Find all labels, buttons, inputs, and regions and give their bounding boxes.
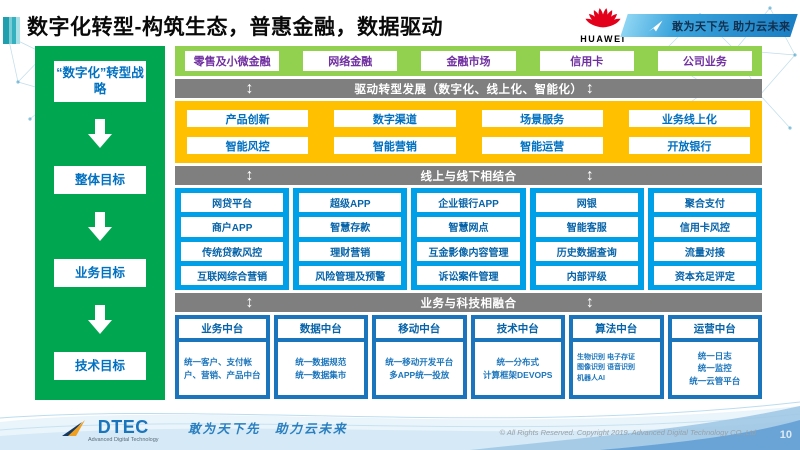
platform-item: 理财营销 — [299, 241, 402, 261]
strategy-sidebar: “数字化”转型战略 整体目标 业务目标 技术目标 — [35, 46, 165, 400]
platform-item: 资本充足评定 — [653, 265, 757, 285]
section-bar-label: 驱动转型发展（数字化、线上化、智能化） — [354, 83, 583, 96]
platform-column: 网贷平台 商户APP 传统贷款风控 互联网综合营销 — [175, 188, 290, 290]
dtec-wordmark: DTEC — [97, 417, 149, 437]
sidebar-item-overall-goal: 整体目标 — [54, 166, 146, 195]
sidebar-item-strategy: “数字化”转型战略 — [54, 61, 146, 102]
platform-column: 超级APP 智慧存款 理财营销 风险管理及预警 — [293, 188, 408, 290]
section-bar-label: 线上与线下相结合 — [420, 170, 517, 183]
footer-tagline: 敢为天下先 助力云未来 — [188, 422, 348, 436]
section-bar-biz-tech: 业务与科技相融合 — [175, 293, 762, 312]
platform-column: 网银 智能客服 历史数据查询 内部评级 — [529, 188, 644, 290]
section-bar-label: 业务与科技相融合 — [420, 297, 517, 310]
middle-platform-title: 运营中台 — [671, 319, 758, 338]
middle-platform-column: 运营中台 统一日志 统一监控 统一云管平台 — [667, 315, 762, 399]
capability-item: 场景服务 — [481, 110, 603, 127]
capability-item: 业务线上化 — [628, 110, 750, 127]
business-line-item: 公司业务 — [657, 51, 753, 71]
capability-item: 开放银行 — [628, 137, 750, 154]
middle-platform-title: 业务中台 — [179, 319, 266, 338]
platform-item: 智慧存款 — [299, 217, 402, 237]
capability-item: 智能营销 — [334, 137, 456, 154]
platform-item: 互金影像内容管理 — [417, 241, 520, 261]
section-bar-online-offline: 线上与线下相结合 — [175, 166, 762, 185]
middle-platform-row: 业务中台 统一客户、支付帐户、营销、产品中台 数据中台 统一数据规范 统一数据集… — [175, 315, 762, 399]
platform-item: 聚合支付 — [653, 193, 757, 213]
dtec-subtitle: Advanced Digital Technology — [88, 437, 159, 443]
platform-item: 企业银行APP — [417, 193, 520, 213]
page-number: 10 — [779, 429, 792, 441]
middle-platform-title: 数据中台 — [277, 319, 364, 338]
platform-item: 内部评级 — [535, 265, 638, 285]
up-down-arrow-icon — [245, 292, 254, 313]
platform-item: 智慧网点 — [417, 217, 520, 237]
up-down-arrow-icon — [245, 78, 254, 99]
up-down-arrow-icon — [586, 78, 595, 99]
sidebar-item-business-goal: 业务目标 — [54, 259, 146, 288]
platform-item: 智能客服 — [535, 217, 638, 237]
platform-column: 企业银行APP 智慧网点 互金影像内容管理 诉讼案件管理 — [411, 188, 526, 290]
down-arrow-icon — [88, 305, 112, 335]
middle-platform-title: 移动中台 — [376, 319, 463, 338]
capability-item: 智能运营 — [481, 137, 603, 154]
up-down-arrow-icon — [586, 165, 595, 186]
banner-slogan-text: 敢为天下先 助力云未来 — [672, 20, 791, 33]
copyright-text: © All Rights Reserved. Copyright 2019. A… — [499, 428, 757, 437]
capability-item: 产品创新 — [187, 110, 309, 127]
huawei-flower-icon — [585, 8, 621, 28]
middle-platform-content: 统一日志 统一监控 统一云管平台 — [671, 342, 758, 395]
business-lines-row: 零售及小微金融 网络金融 金融市场 信用卡 公司业务 — [175, 46, 762, 76]
platform-item: 超级APP — [299, 193, 402, 213]
down-arrow-icon — [88, 119, 112, 149]
capability-item: 数字渠道 — [334, 110, 456, 127]
up-down-arrow-icon — [245, 165, 254, 186]
platform-item: 信用卡风控 — [653, 217, 757, 237]
sidebar-item-tech-goal: 技术目标 — [54, 351, 146, 380]
middle-platform-content: 统一数据规范 统一数据集市 — [277, 342, 364, 395]
platform-item: 诉讼案件管理 — [417, 265, 520, 285]
platform-column: 聚合支付 信用卡风控 流量对接 资本充足评定 — [647, 188, 763, 290]
platform-item: 流量对接 — [653, 241, 757, 261]
dtec-logo: DTEC Advanced Digital Technology — [62, 418, 159, 443]
capability-item: 智能风控 — [187, 137, 309, 154]
up-down-arrow-icon — [586, 292, 595, 313]
platform-item: 风险管理及预警 — [299, 265, 402, 285]
digital-capabilities-grid: 产品创新 数字渠道 场景服务 业务线上化 智能风控 智能营销 智能运营 开放银行 — [175, 101, 762, 163]
middle-platform-content: 统一分布式 计算框架DEVOPS — [474, 342, 561, 395]
platform-item: 网贷平台 — [181, 193, 284, 213]
middle-platform-column: 移动中台 统一移动开发平台 多APP统一投放 — [372, 315, 467, 399]
platform-item: 历史数据查询 — [535, 241, 638, 261]
business-line-item: 信用卡 — [539, 51, 634, 71]
huawei-wordmark: HUAWEI — [580, 34, 626, 44]
platform-item: 互联网综合营销 — [181, 265, 284, 285]
slogan-banner: 敢为天下先 助力云未来 — [620, 14, 798, 37]
title-accent-mark — [3, 17, 20, 44]
business-line-item: 金融市场 — [421, 51, 516, 71]
middle-platform-content: 统一移动开发平台 多APP统一投放 — [376, 342, 463, 395]
platform-item: 传统贷款风控 — [181, 241, 284, 261]
architecture-panel: 零售及小微金融 网络金融 金融市场 信用卡 公司业务 驱动转型发展（数字化、线上… — [175, 46, 763, 399]
middle-platform-content: 统一客户、支付帐户、营销、产品中台 — [179, 342, 266, 395]
paper-plane-icon — [648, 20, 663, 31]
middle-platform-column: 算法中台 生物识别 电子存证 图像识别 语音识别 机器人AI — [569, 315, 664, 399]
business-line-item: 网络金融 — [303, 51, 398, 71]
middle-platform-column: 技术中台 统一分布式 计算框架DEVOPS — [470, 315, 565, 399]
section-bar-drive: 驱动转型发展（数字化、线上化、智能化） — [175, 79, 762, 98]
platform-matrix: 网贷平台 商户APP 传统贷款风控 互联网综合营销 超级APP 智慧存款 理财营… — [175, 188, 763, 290]
middle-platform-column: 数据中台 统一数据规范 统一数据集市 — [273, 315, 368, 399]
middle-platform-title: 技术中台 — [474, 319, 561, 338]
middle-platform-content: 生物识别 电子存证 图像识别 语音识别 机器人AI — [573, 342, 660, 395]
page-title: 数字化转型-构筑生态，普惠金融，数据驱动 — [27, 16, 443, 39]
huawei-logo: HUAWEI — [576, 3, 630, 44]
platform-item: 商户APP — [181, 217, 284, 237]
platform-item: 网银 — [535, 193, 638, 213]
business-line-item: 零售及小微金融 — [185, 51, 280, 71]
middle-platform-column: 业务中台 统一客户、支付帐户、营销、产品中台 — [175, 315, 270, 399]
dtec-arrow-icon — [62, 420, 85, 436]
middle-platform-title: 算法中台 — [573, 319, 660, 338]
down-arrow-icon — [88, 212, 112, 242]
